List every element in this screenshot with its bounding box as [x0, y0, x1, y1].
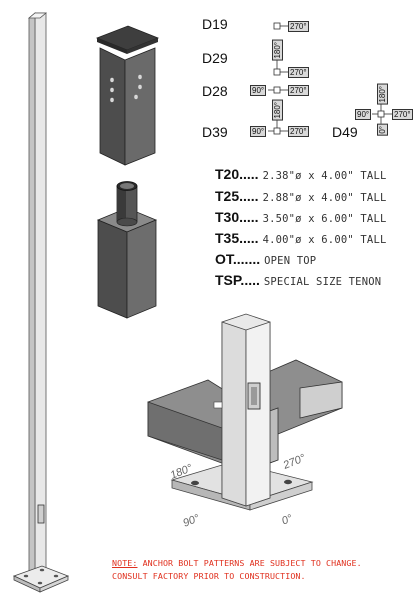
spec-desc: 2.38"ø x 4.00" TALL [262, 170, 387, 182]
note-line-1: NOTE: ANCHOR BOLT PATTERNS ARE SUBJECT T… [112, 557, 412, 570]
note-text-1: ANCHOR BOLT PATTERNS ARE SUBJECT TO CHAN… [137, 558, 362, 568]
d49-diagram [372, 104, 392, 124]
spec-row-t35: T35.....4.00"ø x 6.00" TALL [215, 230, 387, 246]
spec-row-t30: T30.....3.50"ø x 6.00" TALL [215, 209, 387, 225]
deg-d39-180: 180° [272, 100, 283, 121]
code-d19: D19 [202, 16, 228, 32]
spec-code: T30..... [215, 209, 259, 225]
deg-d19-270: 270° [288, 21, 309, 32]
deg-d39-270: 270° [288, 126, 309, 137]
spec-desc: 2.88"ø x 4.00" TALL [262, 192, 387, 204]
note-label: NOTE: [112, 558, 138, 568]
deg-d29-270: 270° [288, 67, 309, 78]
pole-handhole [37, 504, 45, 524]
code-d28: D28 [202, 83, 228, 99]
deg-d29-180: 180° [272, 40, 283, 61]
code-d49: D49 [332, 124, 358, 140]
spec-desc: SPECIAL SIZE TENON [263, 276, 382, 288]
deg-d28-270: 270° [288, 85, 309, 96]
pole-top-tenon [96, 181, 158, 319]
spec-row-ot: OT.......OPEN TOP [215, 251, 316, 267]
note-line-2: CONSULT FACTORY PRIOR TO CONSTRUCTION. [112, 571, 306, 581]
d19-diagram [273, 22, 288, 30]
code-d39: D39 [202, 124, 228, 140]
code-d29: D29 [202, 50, 228, 66]
deg-d49-180: 180° [377, 84, 388, 105]
d28-diagram [268, 86, 288, 94]
spec-code: TSP..... [215, 272, 260, 288]
spec-code: T25..... [215, 188, 259, 204]
deg-d49-270: 270° [392, 109, 413, 120]
spec-desc: OPEN TOP [264, 255, 317, 267]
d29-diagram [273, 60, 288, 76]
spec-row-tsp: TSP.....SPECIAL SIZE TENON [215, 272, 381, 288]
base-detail [147, 313, 343, 511]
spec-desc: 4.00"ø x 6.00" TALL [262, 234, 387, 246]
spec-code: OT....... [215, 251, 261, 267]
spec-row-t20: T20.....2.38"ø x 4.00" TALL [215, 166, 387, 182]
d39-diagram [268, 120, 288, 135]
spec-desc: 3.50"ø x 6.00" TALL [262, 213, 387, 225]
pole-top-cap [95, 25, 160, 166]
spec-code: T20..... [215, 166, 259, 182]
full-pole [12, 12, 70, 593]
construction-note: NOTE: ANCHOR BOLT PATTERNS ARE SUBJECT T… [112, 557, 412, 583]
deg-d39-90: 90° [250, 126, 267, 137]
spec-row-t25: T25.....2.88"ø x 4.00" TALL [215, 188, 387, 204]
spec-code: T35..... [215, 230, 259, 246]
deg-d28-90: 90° [250, 85, 267, 96]
deg-d49-90: 90° [355, 109, 372, 120]
deg-d49-0: 0° [377, 124, 388, 136]
